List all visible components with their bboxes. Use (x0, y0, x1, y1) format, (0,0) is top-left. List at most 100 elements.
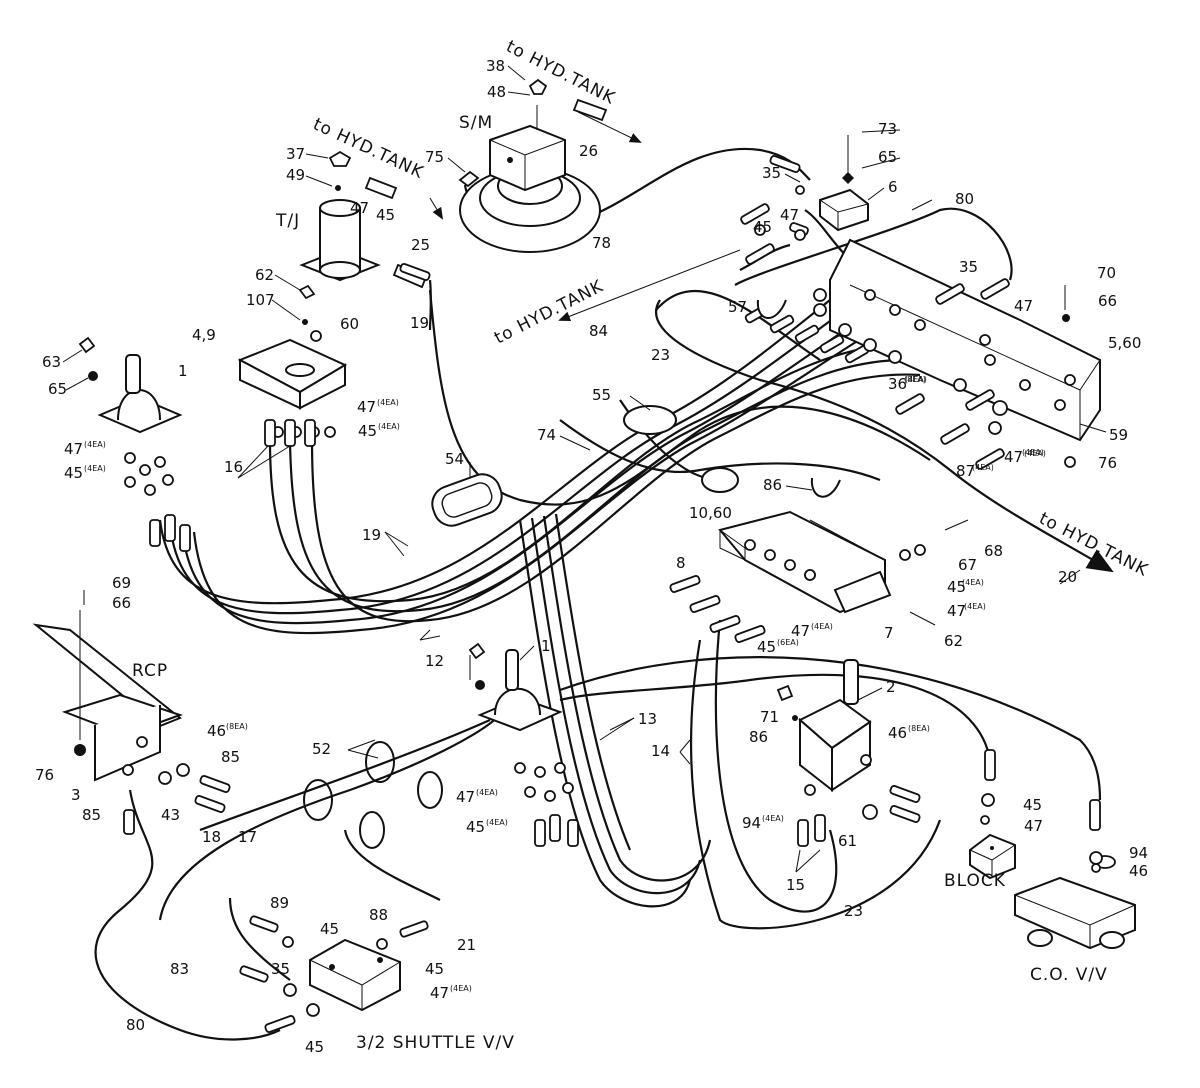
callout: 76 (1098, 454, 1117, 472)
callout: 45 (358, 422, 377, 440)
callout: 52 (312, 740, 331, 758)
remote-control-valve-center (468, 642, 574, 802)
callout: 45 (1023, 796, 1042, 814)
callout: 87 (956, 462, 975, 480)
callout: 5,60 (1108, 334, 1141, 352)
callout: 35 (762, 164, 781, 182)
callout: 46 (1129, 862, 1148, 880)
callout: 63 (42, 353, 61, 371)
qty-label: (6EA) (777, 638, 799, 647)
callout: 78 (592, 234, 611, 252)
callout: 68 (984, 542, 1003, 560)
callout: 65 (48, 380, 67, 398)
callout: 69 (112, 574, 131, 592)
callout: 75 (425, 148, 444, 166)
callout: 19 (410, 314, 429, 332)
lower-left-hoses (94, 619, 1102, 1041)
callout: 8 (676, 554, 686, 572)
qty-label: (4EA) (762, 814, 784, 823)
callout: 12 (425, 652, 444, 670)
callout: 1 (178, 362, 188, 380)
qty-label: (8EA) (904, 375, 926, 384)
callout: 83 (170, 960, 189, 978)
callout: 45 (466, 818, 485, 836)
callout: 45 (947, 578, 966, 596)
leader-lines (62, 65, 1107, 873)
manifold-block (829, 238, 1101, 442)
cutoff-valve (1014, 855, 1136, 950)
qty-label: (4EA) (1022, 448, 1044, 457)
fittings (83, 155, 1103, 1033)
main-hose-bundle (158, 289, 1114, 908)
qty-label: (4EA) (972, 463, 994, 472)
travel-pedal-valve (776, 659, 878, 820)
callout: 25 (411, 236, 430, 254)
callout: 47 (430, 984, 449, 1002)
callout: 59 (1109, 426, 1128, 444)
callout: 21 (457, 936, 476, 954)
callout: 23 (651, 346, 670, 364)
callout: 45 (305, 1038, 324, 1056)
hose-clamp-54 (431, 473, 503, 527)
qty-label: (4EA) (476, 788, 498, 797)
label-sm: S/M (459, 113, 493, 133)
callout: 47 (1024, 817, 1043, 835)
callout: 54 (445, 450, 464, 468)
callout: 1 (541, 637, 551, 655)
label-block: BLOCK (944, 871, 1006, 891)
callout: 55 (592, 386, 611, 404)
callout: 47 (947, 602, 966, 620)
tank-arrows (429, 111, 741, 322)
callout: 4,9 (192, 326, 216, 344)
callout: 61 (838, 832, 857, 850)
callout: 60 (340, 315, 359, 333)
callout: 10,60 (689, 504, 732, 522)
tank-label-1: to HYD.TANK (503, 37, 619, 109)
qty-label: (4EA) (84, 464, 106, 473)
callout: 65 (878, 148, 897, 166)
callout: 15 (786, 876, 805, 894)
callout: 36 (888, 375, 907, 393)
callout: 89 (270, 894, 289, 912)
callout: 66 (112, 594, 131, 612)
label-rcp: RCP (132, 661, 168, 681)
callout: 84 (589, 322, 608, 340)
callout: 76 (35, 766, 54, 784)
callout: 2 (886, 678, 896, 696)
qty-label: (4EA) (377, 398, 399, 407)
callout: 6 (888, 178, 898, 196)
callout: 86 (763, 476, 782, 494)
label-tj: T/J (275, 211, 300, 231)
qty-label: (4EA) (378, 422, 400, 431)
qty-label: (4EA) (905, 375, 927, 384)
quantity-superscripts: (4EA) (4EA) (4EA) (4EA) (8EA) (4EA) (4EA… (84, 375, 1046, 993)
callout: 47 (350, 199, 369, 217)
qty-label: (4EA) (486, 818, 508, 827)
callout: 45 (320, 920, 339, 938)
callout: 47 (1014, 297, 1033, 315)
tank-label-2: to HYD.TANK (310, 114, 427, 183)
callout: 45 (376, 206, 395, 224)
callout: 43 (161, 806, 180, 824)
callout: 45 (757, 638, 776, 656)
block (969, 833, 1016, 880)
qty-label: (8EA) (908, 724, 930, 733)
callout: 7 (884, 624, 894, 642)
callout: 47 (1004, 448, 1023, 466)
callout: 37 (286, 145, 305, 163)
callout: 18 (202, 828, 221, 846)
qty-label: (4EA) (84, 440, 106, 449)
turning-joint (299, 150, 428, 289)
remote-control-valve-upper (237, 284, 348, 438)
callout: 85 (82, 806, 101, 824)
tank-label-4: to HYD.TANK (1036, 509, 1152, 581)
callout: 48 (487, 83, 506, 101)
callout: 45 (753, 218, 772, 236)
callout: 35 (271, 960, 290, 978)
hose-clamp-52 (303, 741, 443, 849)
callout: 47 (780, 206, 799, 224)
callout: 45 (425, 960, 444, 978)
qty-label: (4EA) (450, 984, 472, 993)
shuttle-valve (309, 938, 401, 1012)
